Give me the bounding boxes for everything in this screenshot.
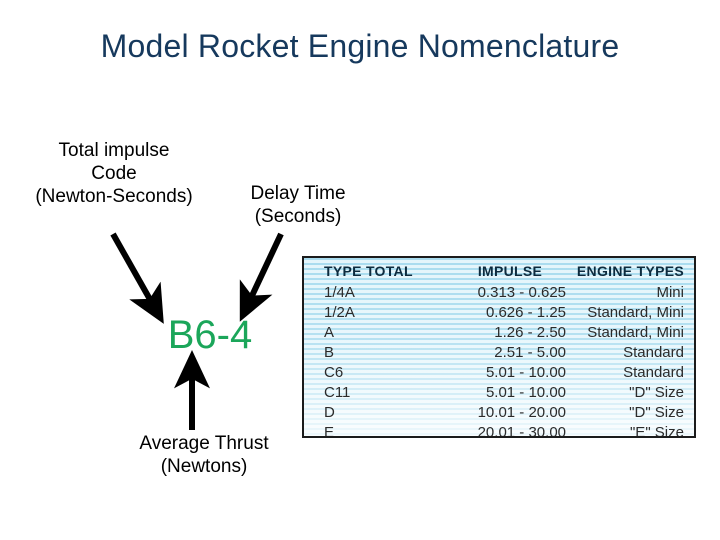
label-delay-time: Delay Time (Seconds): [250, 183, 346, 227]
table-row: D 10.01 - 20.00 "D" Size: [304, 402, 694, 422]
cell-impulse: 10.01 - 20.00: [477, 403, 566, 421]
table-header-engine-types: ENGINE TYPES: [576, 263, 684, 279]
table-row: 1/4A 0.313 - 0.625 Mini: [304, 282, 694, 302]
cell-engine: "D" Size: [629, 383, 684, 401]
cell-impulse: 5.01 - 10.00: [485, 363, 566, 381]
table-row: E 20.01 - 30.00 "E" Size: [304, 422, 694, 438]
cell-impulse: 0.313 - 0.625: [477, 283, 566, 301]
cell-engine: "D" Size: [629, 403, 684, 421]
cell-impulse: 0.626 - 1.25: [485, 303, 566, 321]
cell-type: D: [324, 403, 335, 421]
cell-impulse: 5.01 - 10.00: [485, 383, 566, 401]
cell-engine: Standard, Mini: [587, 323, 684, 341]
cell-impulse: 2.51 - 5.00: [494, 343, 566, 361]
cell-engine: Standard: [623, 363, 684, 381]
cell-engine: "E" Size: [629, 423, 684, 438]
cell-type: B: [324, 343, 335, 361]
table-header-impulse: IMPULSE: [477, 263, 543, 279]
arrow-total-impulse-to-code: [110, 232, 164, 324]
impulse-reference-table: TYPE TOTAL IMPULSE ENGINE TYPES 1/4A 0.3…: [302, 256, 696, 438]
cell-engine: Standard: [623, 343, 684, 361]
engine-code-value: B6-4: [167, 313, 253, 357]
table-header-row: TYPE TOTAL IMPULSE ENGINE TYPES: [304, 260, 694, 282]
cell-type: C6: [324, 363, 344, 381]
label-total-impulse-code: Total impulse Code (Newton-Seconds): [35, 140, 193, 207]
label-average-thrust: Average Thrust (Newtons): [139, 433, 269, 477]
table-row: C11 5.01 - 10.00 "D" Size: [304, 382, 694, 402]
cell-type: E: [324, 423, 335, 438]
cell-type: C11: [324, 383, 351, 401]
cell-type: A: [324, 323, 335, 341]
cell-type: 1/4A: [324, 283, 355, 301]
cell-impulse: 20.01 - 30.00: [477, 423, 566, 438]
table-row: B 2.51 - 5.00 Standard: [304, 342, 694, 362]
cell-engine: Mini: [656, 283, 684, 301]
table-header-type-total: TYPE TOTAL: [324, 263, 413, 279]
cell-engine: Standard, Mini: [587, 303, 684, 321]
table-row: C6 5.01 - 10.00 Standard: [304, 362, 694, 382]
table-row: 1/2A 0.626 - 1.25 Standard, Mini: [304, 302, 694, 322]
arrow-delay-time-to-code: [239, 232, 284, 322]
cell-impulse: 1.26 - 2.50: [494, 323, 566, 341]
page-title: Model Rocket Engine Nomenclature: [100, 28, 620, 64]
table-row: A 1.26 - 2.50 Standard, Mini: [304, 322, 694, 342]
cell-type: 1/2A: [324, 303, 355, 321]
